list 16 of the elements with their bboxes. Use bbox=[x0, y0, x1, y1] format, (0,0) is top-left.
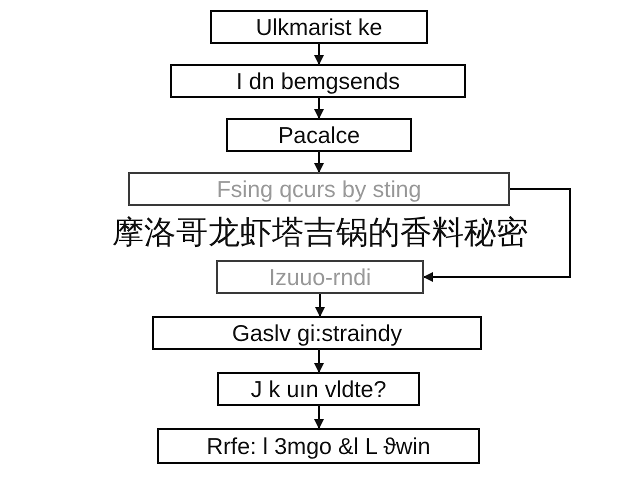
arrow bbox=[314, 152, 324, 173]
title: 摩洛哥龙虾塔吉锅的香料秘密 bbox=[112, 213, 528, 251]
process-box: Rrfe: l 3mgo &l L ϑwin bbox=[157, 428, 480, 464]
arrow bbox=[314, 44, 324, 65]
arrow bbox=[314, 350, 324, 373]
process-box: J k uın vldte? bbox=[217, 372, 420, 406]
arrow bbox=[314, 406, 324, 429]
process-box: Pacalce bbox=[226, 118, 412, 152]
arrow bbox=[423, 188, 571, 282]
process-box: Izuuo-rndi bbox=[216, 260, 424, 294]
process-box: Gaslv gi:straindy bbox=[152, 316, 482, 350]
process-box: I dn bemgsends bbox=[170, 64, 466, 98]
arrow bbox=[314, 98, 324, 119]
process-box: Fsing qcurs by sting bbox=[128, 172, 510, 206]
arrow bbox=[315, 294, 325, 317]
process-box: Ulkmarist ke bbox=[210, 10, 428, 44]
